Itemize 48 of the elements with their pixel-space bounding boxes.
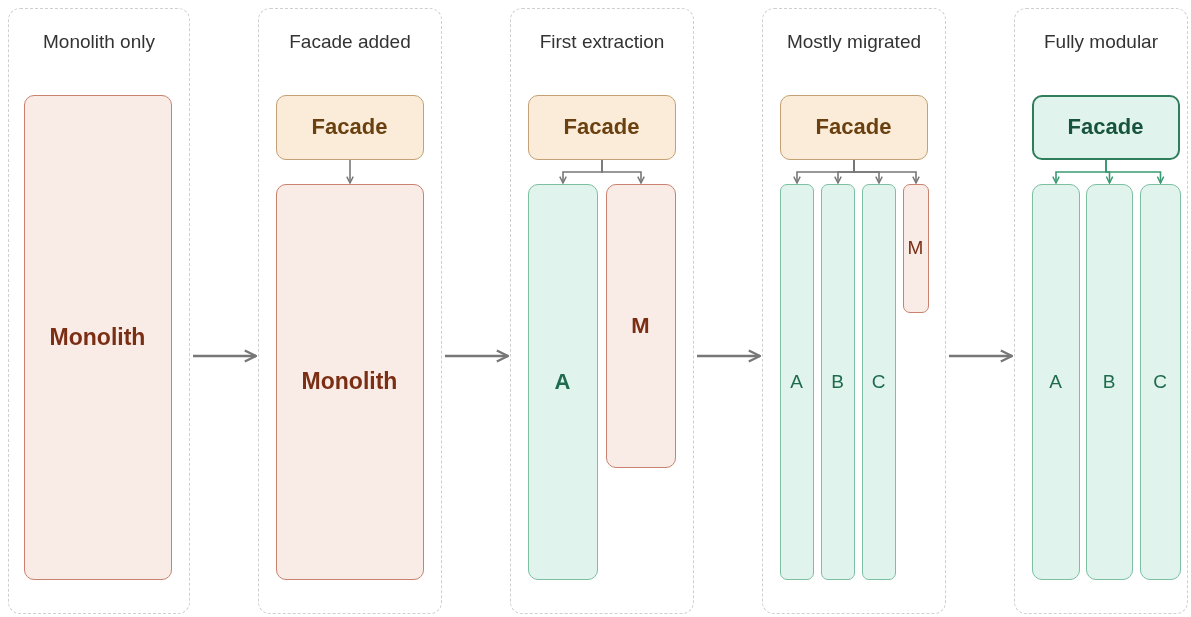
stage-panel xyxy=(762,8,946,614)
arrow xyxy=(193,349,258,363)
facade-box xyxy=(779,94,928,160)
box-label: A xyxy=(554,368,571,395)
monolith-box xyxy=(23,94,172,580)
arrow xyxy=(445,349,510,363)
stage-title: Fully modular xyxy=(1042,31,1159,53)
stage-panel xyxy=(258,8,442,614)
monolith-box xyxy=(275,183,424,580)
stage-title: Mostly migrated xyxy=(785,31,923,53)
box-label: M xyxy=(907,237,924,259)
facade-box xyxy=(527,94,676,160)
service-box xyxy=(527,183,598,580)
arrow xyxy=(601,159,645,184)
service-box xyxy=(779,183,814,580)
box-label: Monolith xyxy=(49,323,146,351)
box-label: Facade xyxy=(563,114,640,140)
stage-title: First extraction xyxy=(538,31,666,53)
box-label: C xyxy=(871,370,886,393)
service-box xyxy=(1085,183,1133,580)
monolith-box xyxy=(902,183,929,313)
box-label: B xyxy=(831,370,844,393)
arrow xyxy=(697,349,762,363)
service-box xyxy=(1139,183,1181,580)
stage-panel xyxy=(8,8,190,614)
stage-panel xyxy=(510,8,694,614)
box-label: C xyxy=(1153,370,1167,393)
arrow xyxy=(853,159,920,184)
box-label: A xyxy=(1049,370,1062,393)
box-label: M xyxy=(631,312,650,339)
service-box xyxy=(1031,183,1080,580)
facade-box xyxy=(275,94,424,160)
facade-box xyxy=(1031,94,1180,160)
stage-title: Monolith only xyxy=(42,31,156,53)
box-label: Monolith xyxy=(301,368,398,395)
service-box xyxy=(861,183,896,580)
box-label: B xyxy=(1102,370,1116,393)
box-label: Facade xyxy=(311,114,388,140)
stage-title: Facade added xyxy=(288,31,412,53)
box-label: A xyxy=(790,370,803,393)
stage-panel xyxy=(1014,8,1188,614)
arrow xyxy=(346,159,354,184)
service-box xyxy=(820,183,855,580)
monolith-box xyxy=(605,183,676,468)
arrow xyxy=(949,349,1014,363)
box-label: Facade xyxy=(815,114,892,140)
arrow xyxy=(1105,159,1165,184)
box-label: Facade xyxy=(1067,114,1144,140)
